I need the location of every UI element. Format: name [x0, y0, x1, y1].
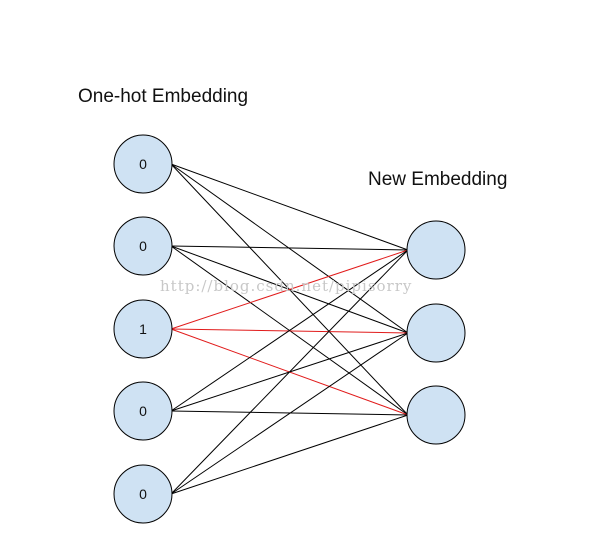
- input-node-value: 1: [139, 321, 147, 337]
- input-node-2: 0: [113, 216, 173, 276]
- input-node-value: 0: [139, 156, 147, 172]
- input-node-value: 0: [139, 403, 147, 419]
- output-node-2: [406, 303, 466, 363]
- input-node-value: 0: [139, 486, 147, 502]
- input-node-circle: [113, 381, 173, 441]
- active-edge-3-to-1: [170, 249, 409, 330]
- watermark-text: http://blog.csdn.net/pipisorry: [160, 277, 412, 295]
- output-layer-title: New Embedding: [368, 169, 507, 190]
- input-node-circle: [113, 134, 173, 194]
- input-node-circle: [113, 216, 173, 276]
- edge-2-to-1: [170, 245, 409, 251]
- input-node-3: 1: [113, 299, 173, 359]
- input-node-5: 0: [113, 464, 173, 524]
- edge-5-to-1: [170, 249, 409, 495]
- input-layer-title: One-hot Embedding: [78, 86, 248, 107]
- input-node-circle: [113, 299, 173, 359]
- input-node-1: 0: [113, 134, 173, 194]
- output-node-1: [406, 220, 466, 280]
- input-node-value: 0: [139, 238, 147, 254]
- edge-5-to-3: [170, 414, 409, 495]
- edge-4-to-1: [170, 249, 409, 412]
- output-node-3: [406, 385, 466, 445]
- network-nodes: 0 0 1 0 0: [113, 134, 466, 524]
- input-node-4: 0: [113, 381, 173, 441]
- connection-edges: [170, 163, 409, 495]
- edge-5-to-2: [170, 332, 409, 495]
- edge-1-to-1: [170, 163, 409, 251]
- input-node-circle: [113, 464, 173, 524]
